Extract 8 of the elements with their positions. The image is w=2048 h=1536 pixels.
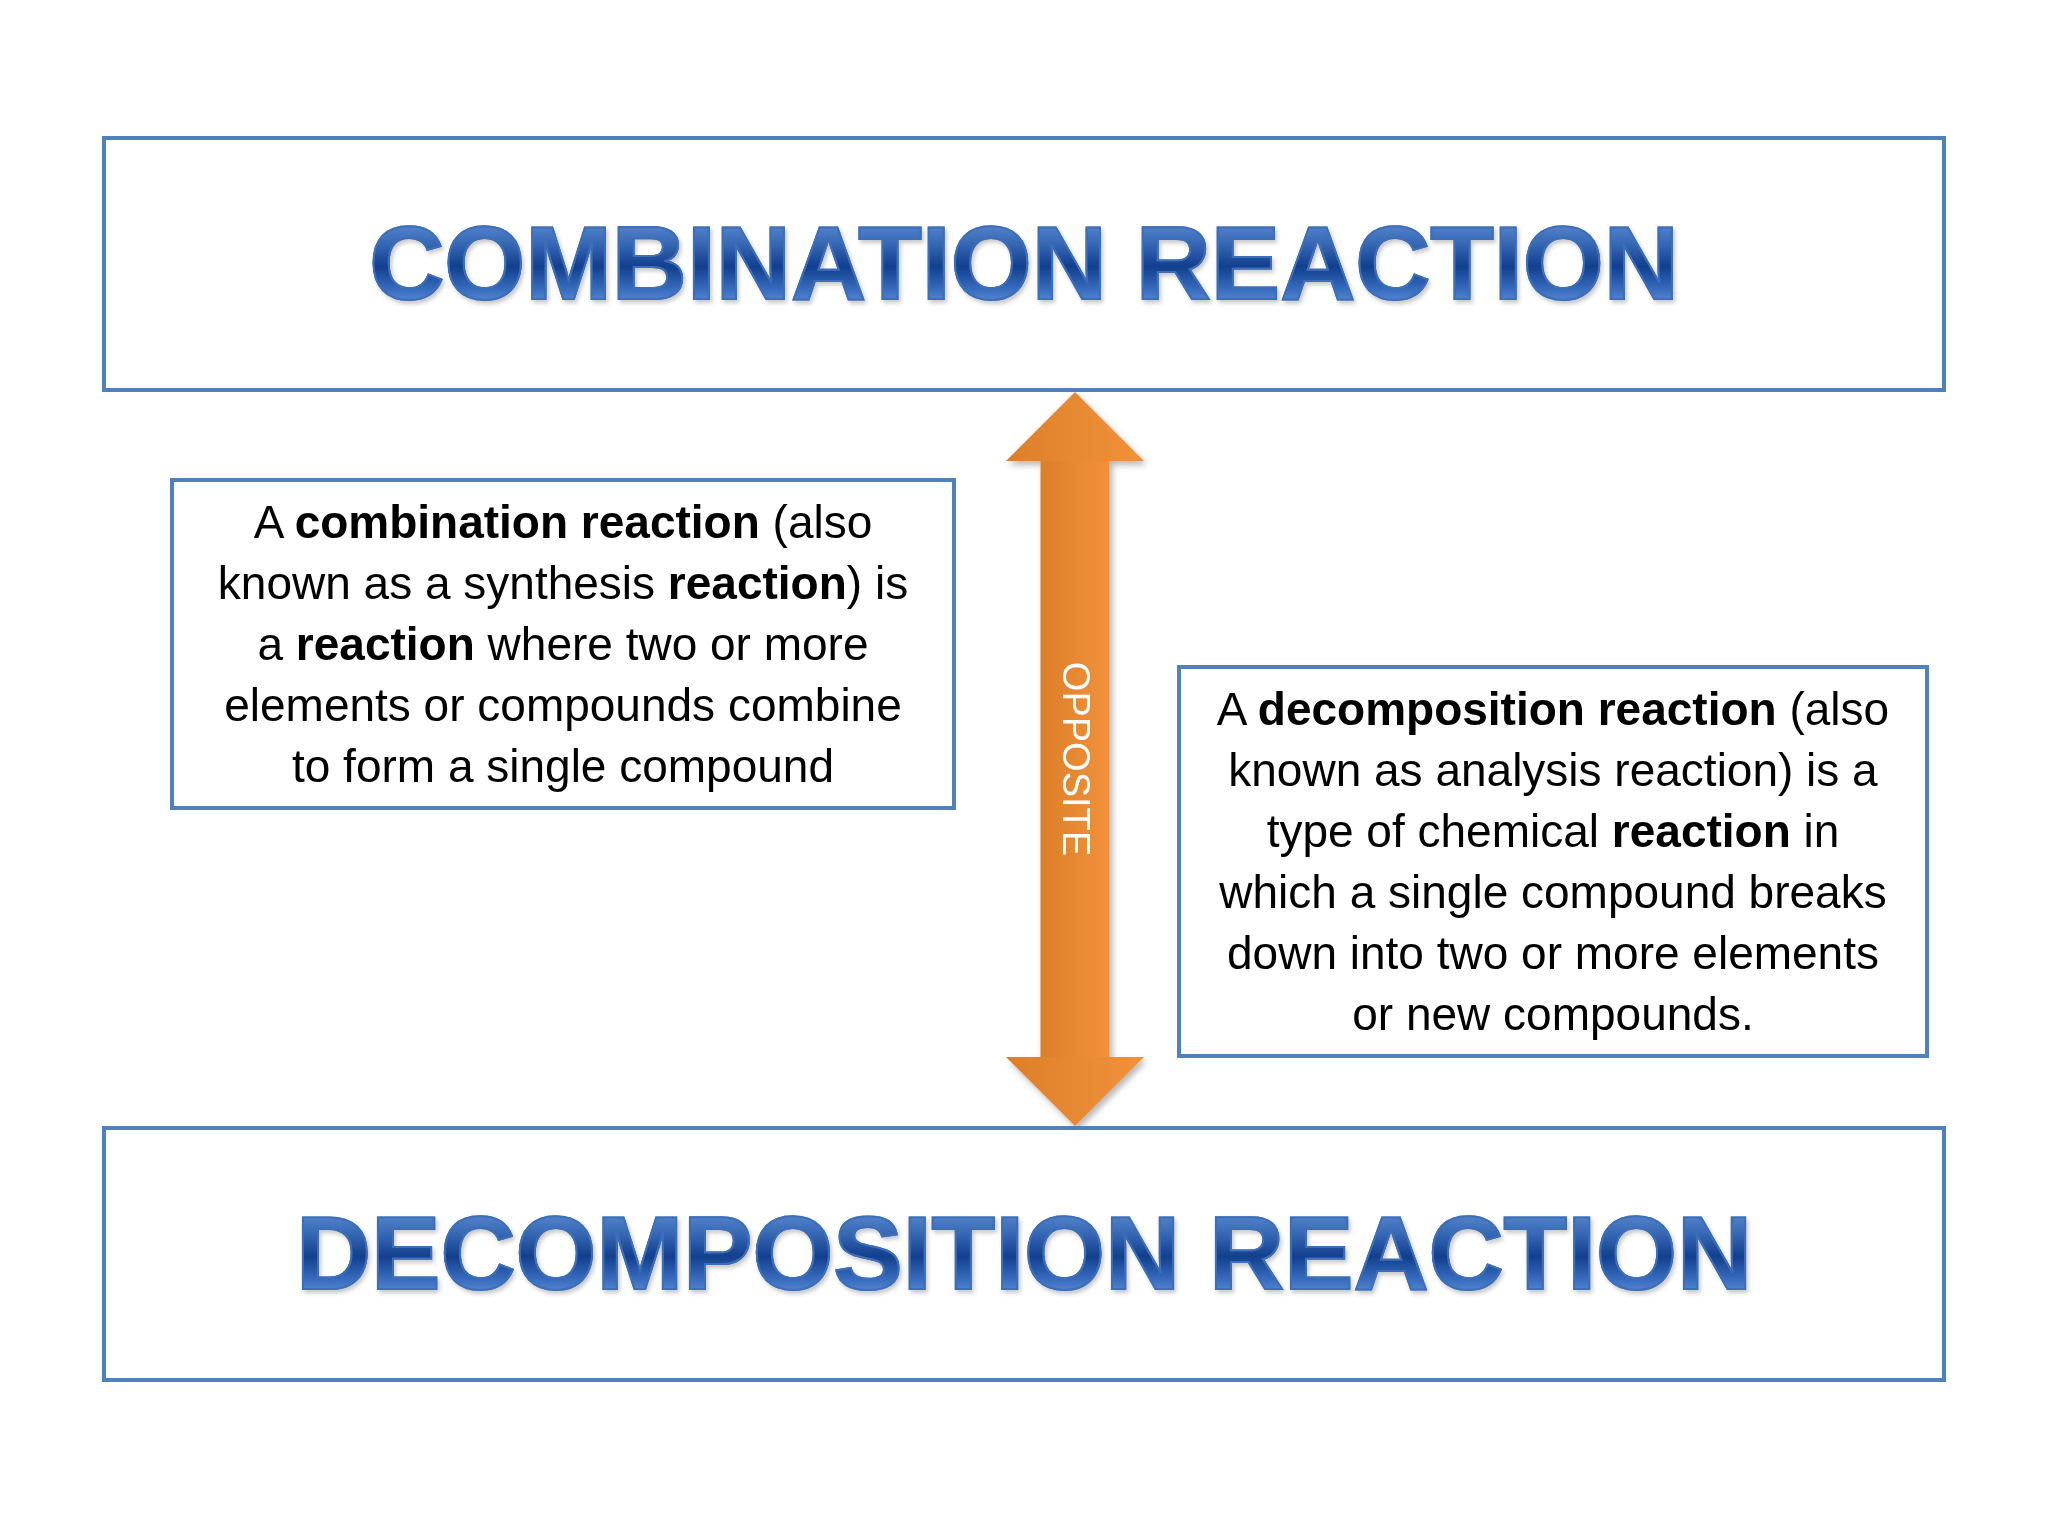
definition-frame: [1177, 665, 1929, 1058]
heading-frame: [102, 1126, 1946, 1382]
definition-text: A combination reaction (also known as a synthesis reaction) is a reaction where two or more elements or compounds combine to form a single compound: [216, 494, 910, 794]
edge-label: OPPOSITE: [1054, 661, 1096, 857]
definition-frame: [170, 478, 956, 810]
heading-frame: [102, 136, 1946, 392]
double-arrow: [1006, 392, 1144, 1126]
definition-text: A decomposition reaction (also known as analysis reaction) is a type of chemical reaction in which a single compound breaks down into two or more elements or new compounds.: [1215, 681, 1891, 1042]
